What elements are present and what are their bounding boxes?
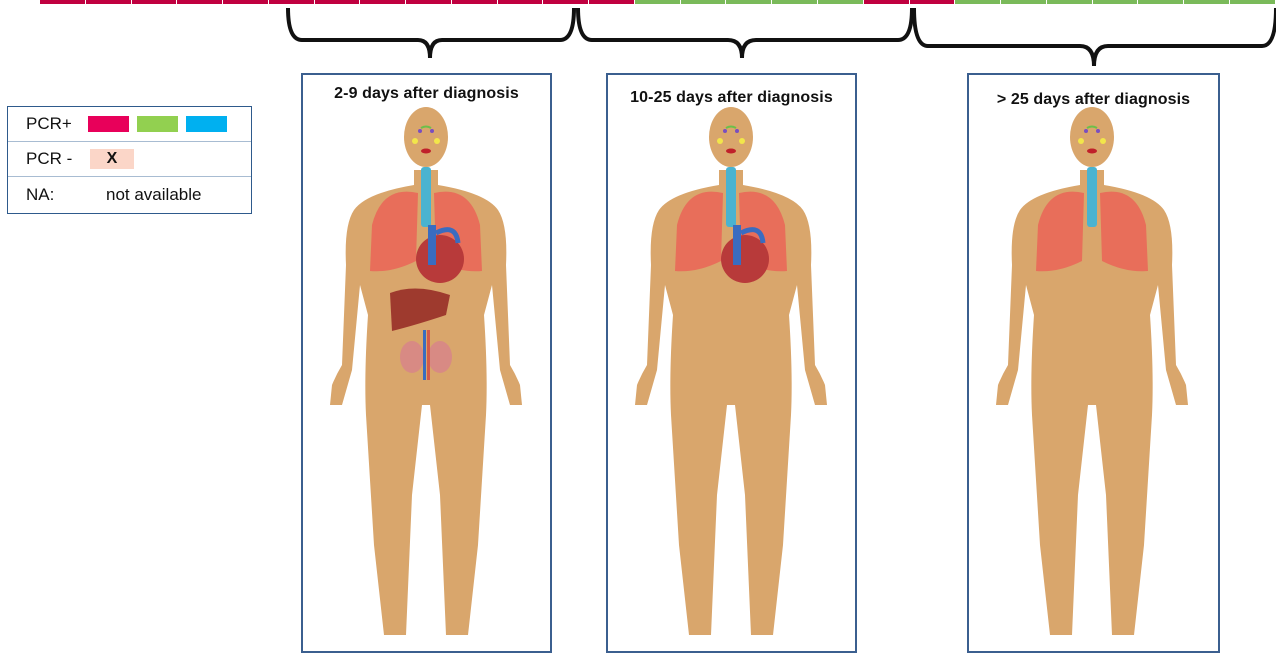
right-kidney [428, 341, 452, 373]
face-dot [1096, 129, 1100, 133]
panel-day-2-9: 2-9 days after diagnosis [301, 73, 552, 653]
cheek-dot [739, 138, 745, 144]
legend-na-label: NA: [8, 185, 88, 205]
cheek-dot [412, 138, 418, 144]
head [1070, 107, 1114, 167]
legend-swatch-pink [88, 116, 129, 132]
body-silhouette [996, 170, 1188, 635]
cheek-dot [1078, 138, 1084, 144]
legend-row-na: NA: not available [8, 177, 251, 212]
trachea [421, 167, 431, 227]
artery [427, 330, 430, 380]
cheek-dot [434, 138, 440, 144]
human-figure [996, 107, 1188, 635]
brace-3 [914, 8, 1276, 66]
legend-pcr-positive-label: PCR+ [8, 114, 88, 134]
mouth [1087, 149, 1097, 154]
face-dot [723, 129, 727, 133]
body-figure [303, 75, 550, 651]
human-figure [330, 107, 522, 635]
mouth [726, 149, 736, 154]
head [709, 107, 753, 167]
legend-swatch-green [137, 116, 178, 132]
cheek-dot [717, 138, 723, 144]
brace-2 [578, 8, 912, 58]
legend-negative-symbol: X [90, 149, 134, 169]
left-kidney [400, 341, 424, 373]
face-dot [735, 129, 739, 133]
legend: PCR+ PCR - X NA: not available [7, 106, 252, 214]
trachea [1087, 167, 1097, 227]
cheek-dot [1100, 138, 1106, 144]
body-figure [969, 75, 1218, 651]
body-figure [608, 75, 855, 651]
legend-pcr-negative-label: PCR - [8, 149, 88, 169]
face-dot [1084, 129, 1088, 133]
mouth [421, 149, 431, 154]
head [404, 107, 448, 167]
panel-day-over-25: > 25 days after diagnosis [967, 73, 1220, 653]
face-dot [418, 129, 422, 133]
brace-1 [288, 8, 574, 58]
panel-day-10-25: 10-25 days after diagnosis [606, 73, 857, 653]
legend-row-pcr-positive: PCR+ [8, 107, 251, 142]
legend-row-pcr-negative: PCR - X [8, 142, 251, 177]
trachea [726, 167, 736, 227]
heart-vessel [733, 225, 741, 265]
legend-na-text: not available [88, 185, 201, 205]
time-period-braces [0, 0, 1276, 80]
face-dot [430, 129, 434, 133]
legend-swatch-blue [186, 116, 227, 132]
heart-vessel [428, 225, 436, 265]
human-figure [635, 107, 827, 635]
vein [423, 330, 426, 380]
